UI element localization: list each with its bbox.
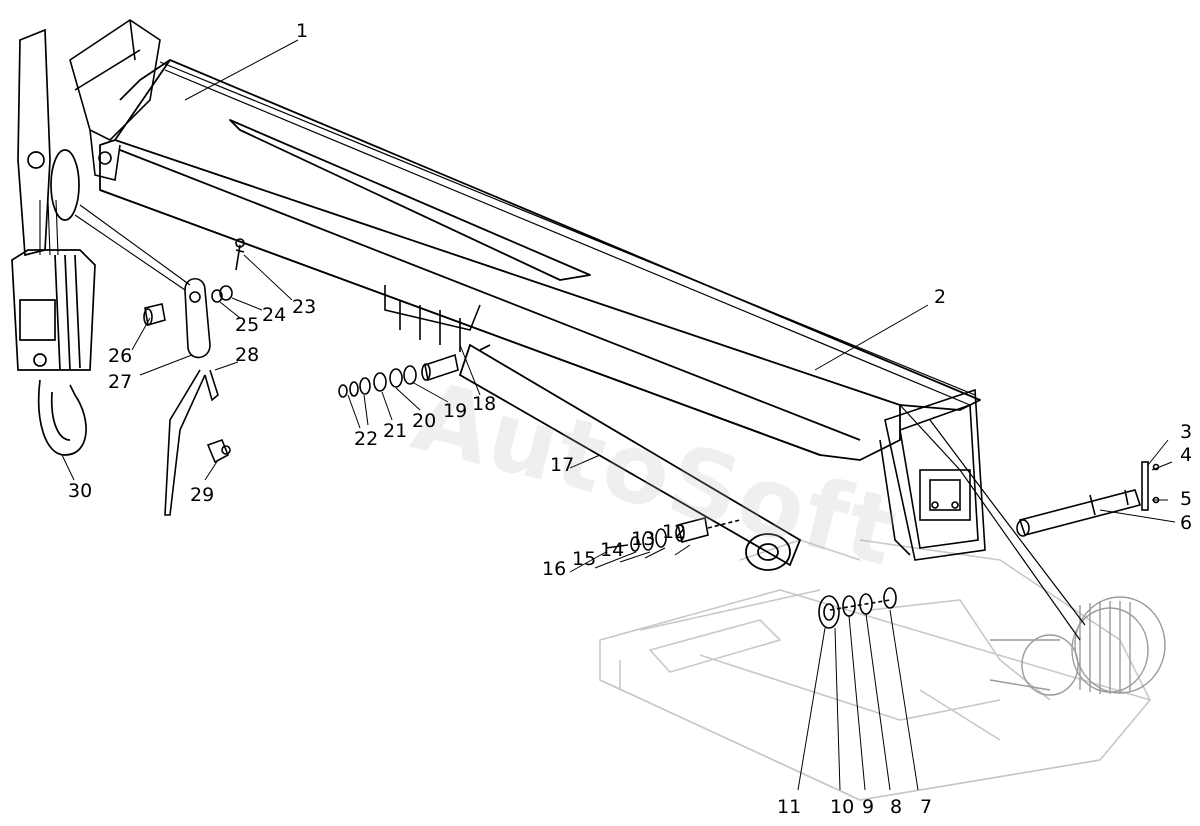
callout-2: 2	[934, 286, 947, 308]
callout-26: 26	[108, 345, 133, 367]
callout-16: 16	[542, 558, 567, 580]
callout-7: 7	[920, 796, 933, 818]
pivot-pin-parts	[818, 587, 897, 629]
callout-21: 21	[383, 420, 408, 442]
base-frame-ghost	[599, 539, 1152, 801]
callout-17: 17	[550, 454, 575, 476]
callout-19: 19	[443, 400, 468, 422]
callout-8: 8	[890, 796, 903, 818]
callout-5: 5	[1180, 488, 1193, 510]
hook-pin-parts	[143, 238, 245, 516]
callout-24: 24	[262, 304, 287, 326]
boom-tip-head	[69, 19, 161, 181]
boom-heel-bracket	[879, 388, 986, 561]
callout-1: 1	[296, 20, 309, 42]
callout-27: 27	[108, 371, 133, 393]
callout-23: 23	[292, 296, 317, 318]
callout-25: 25	[235, 314, 260, 336]
callout-14: 14	[600, 539, 625, 561]
rod-end-parts	[338, 285, 481, 398]
callout-3: 3	[1180, 421, 1193, 443]
callout-18: 18	[472, 393, 497, 415]
lift-cylinder	[458, 343, 802, 571]
callout-4: 4	[1180, 444, 1193, 466]
hoist-rope	[899, 404, 1086, 641]
leader-lines	[61, 39, 1176, 791]
callout-13: 13	[631, 528, 656, 550]
callout-22: 22	[354, 428, 379, 450]
hook-block	[11, 28, 96, 456]
callout-10: 10	[830, 796, 855, 818]
callout-30: 30	[68, 480, 93, 502]
callout-12: 12	[662, 521, 687, 543]
callout-29: 29	[190, 484, 215, 506]
callout-11: 11	[777, 796, 802, 818]
cylinder-pin-parts	[605, 517, 741, 552]
callout-6: 6	[1180, 512, 1193, 534]
callout-28: 28	[235, 344, 260, 366]
callout-9: 9	[862, 796, 875, 818]
callout-20: 20	[412, 410, 437, 432]
callout-15: 15	[572, 548, 597, 570]
ropes-to-hook	[39, 199, 191, 291]
axle-assembly	[1016, 461, 1160, 537]
